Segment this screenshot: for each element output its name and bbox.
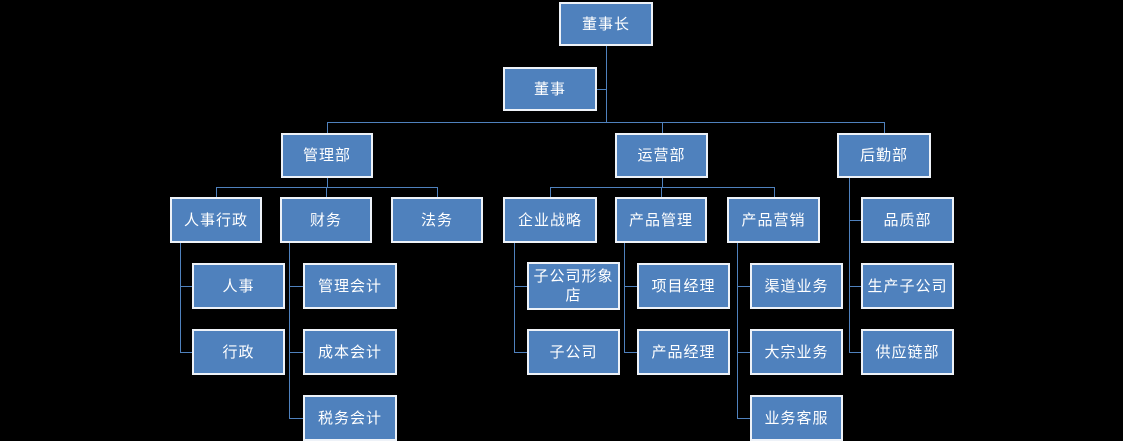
connector-line bbox=[180, 352, 192, 353]
connector-line bbox=[597, 89, 606, 90]
connector-line bbox=[624, 243, 625, 353]
connector-line bbox=[606, 46, 607, 123]
org-node-proj-mgr[interactable]: 项目经理 bbox=[637, 263, 730, 309]
org-node-finance[interactable]: 财务 bbox=[280, 197, 372, 243]
org-node-legal[interactable]: 法务 bbox=[391, 197, 483, 243]
org-node-prod-mgr[interactable]: 产品经理 bbox=[637, 329, 730, 375]
org-node-cost-acct[interactable]: 成本会计 bbox=[303, 329, 397, 375]
org-node-chairman[interactable]: 董事长 bbox=[559, 2, 653, 46]
org-node-director[interactable]: 董事 bbox=[503, 67, 597, 111]
org-node-sub-store[interactable]: 子公司形象店 bbox=[527, 262, 620, 310]
connector-line bbox=[437, 187, 438, 197]
org-node-ops[interactable]: 运营部 bbox=[615, 133, 708, 178]
connector-line bbox=[514, 352, 527, 353]
connector-line bbox=[216, 187, 438, 188]
org-node-tax-acct[interactable]: 税务会计 bbox=[303, 395, 397, 441]
org-node-mgmt[interactable]: 管理部 bbox=[281, 133, 373, 178]
connector-line bbox=[624, 352, 637, 353]
connector-line bbox=[326, 187, 327, 197]
connector-line bbox=[216, 187, 217, 197]
org-node-prod-mgmt[interactable]: 产品管理 bbox=[615, 197, 707, 243]
connector-line bbox=[289, 286, 303, 287]
connector-line bbox=[327, 122, 885, 123]
connector-line bbox=[737, 286, 750, 287]
org-node-bulk[interactable]: 大宗业务 bbox=[750, 329, 843, 375]
connector-line bbox=[662, 178, 663, 188]
org-node-channel[interactable]: 渠道业务 bbox=[750, 263, 843, 309]
org-node-cust-svc[interactable]: 业务客服 bbox=[750, 395, 843, 441]
connector-line bbox=[774, 187, 775, 197]
connector-line bbox=[661, 187, 662, 197]
connector-line bbox=[327, 178, 328, 188]
org-node-prod-mktg[interactable]: 产品营销 bbox=[727, 197, 820, 243]
connector-line bbox=[327, 122, 328, 133]
connector-line bbox=[289, 352, 303, 353]
connector-line bbox=[849, 178, 850, 353]
org-node-supply[interactable]: 供应链部 bbox=[861, 329, 954, 375]
connector-line bbox=[884, 122, 885, 133]
org-node-hr[interactable]: 人事 bbox=[192, 263, 285, 309]
org-node-prod-sub[interactable]: 生产子公司 bbox=[861, 263, 954, 309]
org-node-logistics[interactable]: 后勤部 bbox=[837, 133, 931, 178]
connector-line bbox=[514, 243, 515, 353]
org-node-quality[interactable]: 品质部 bbox=[861, 197, 954, 243]
org-node-mgmt-acct[interactable]: 管理会计 bbox=[303, 263, 397, 309]
connector-line bbox=[180, 243, 181, 353]
connector-line bbox=[737, 243, 738, 419]
connector-line bbox=[514, 286, 527, 287]
connector-line bbox=[737, 418, 750, 419]
connector-line bbox=[849, 286, 861, 287]
connector-line bbox=[624, 286, 637, 287]
connector-line bbox=[662, 122, 663, 133]
connector-line bbox=[180, 286, 192, 287]
connector-line bbox=[550, 187, 551, 197]
org-node-admin[interactable]: 行政 bbox=[192, 329, 285, 375]
connector-line bbox=[289, 243, 290, 419]
connector-line bbox=[849, 352, 861, 353]
connector-line bbox=[737, 352, 750, 353]
org-node-hr-admin[interactable]: 人事行政 bbox=[170, 197, 262, 243]
org-node-subsidiary[interactable]: 子公司 bbox=[527, 329, 620, 375]
connector-line bbox=[289, 418, 303, 419]
org-node-strategy[interactable]: 企业战略 bbox=[503, 197, 597, 243]
connector-line bbox=[849, 220, 861, 221]
connector-line bbox=[550, 187, 775, 188]
